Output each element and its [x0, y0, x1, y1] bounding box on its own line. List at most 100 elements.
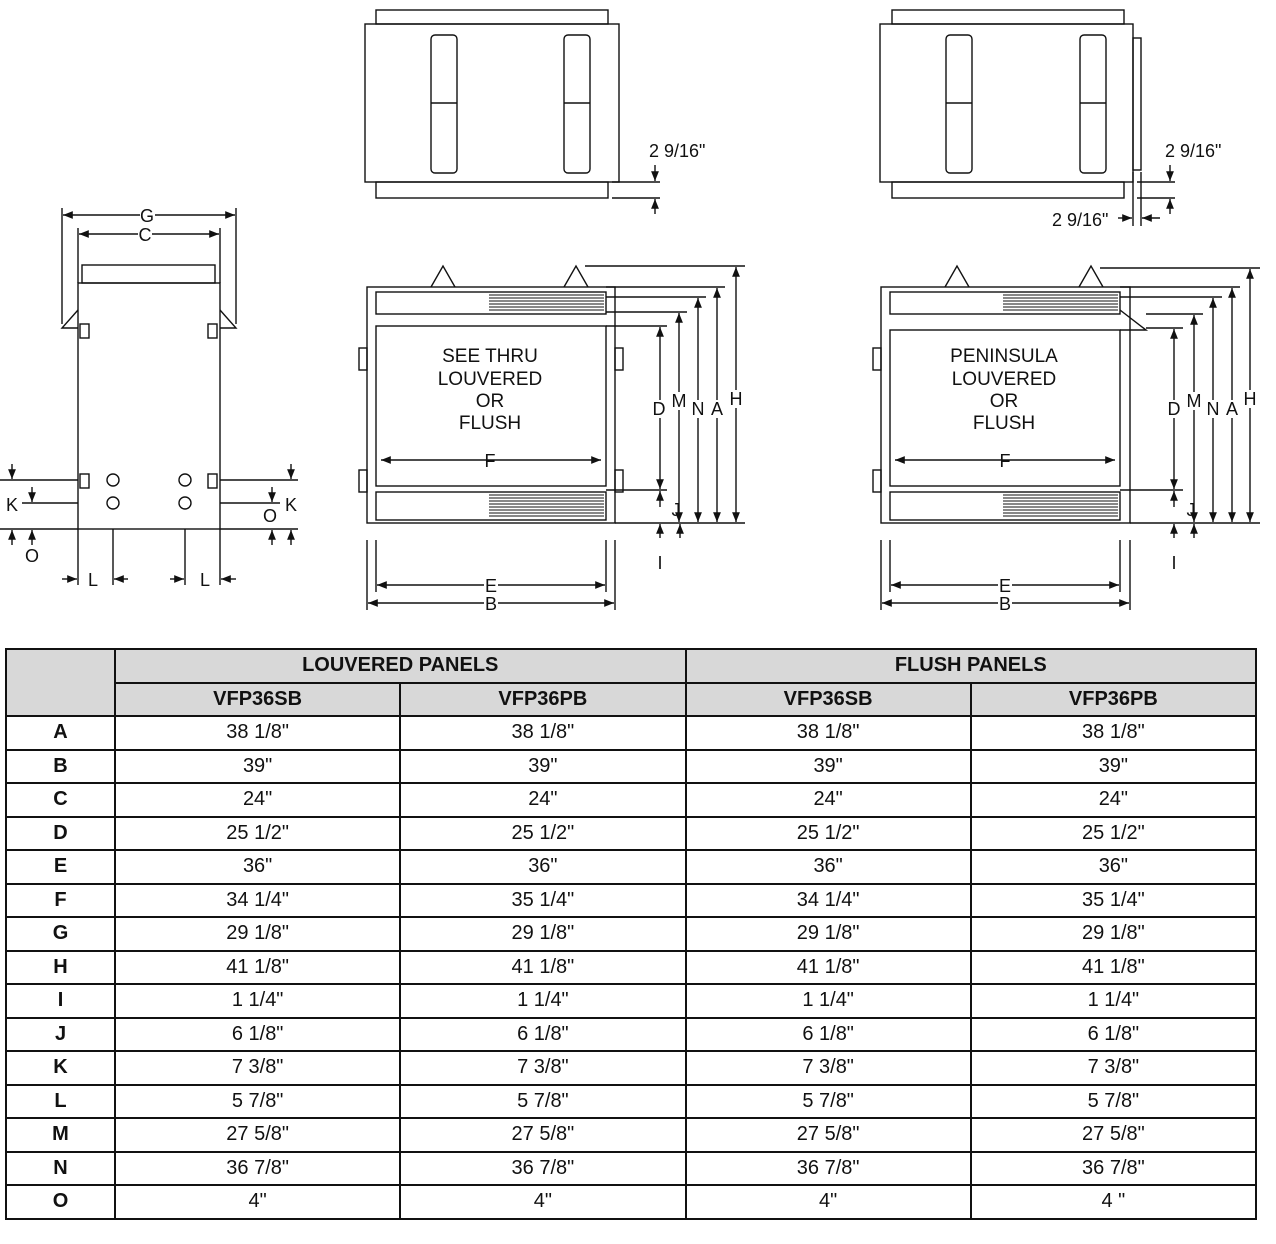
row-label: C — [5, 782, 116, 818]
row-label: D — [5, 815, 116, 851]
model-header: VFP36PB — [969, 681, 1258, 717]
dimension-cell: 41 1/8" — [399, 949, 687, 985]
row-label: B — [5, 748, 116, 784]
row-label: G — [5, 916, 116, 952]
model-header: VFP36SB — [113, 681, 402, 717]
dimension-cell: 36" — [113, 849, 402, 885]
dimension-cell: 41 1/8" — [113, 949, 402, 985]
dimension-cell: 29 1/8" — [113, 916, 402, 952]
dim-letter-m-1: M — [672, 391, 687, 411]
dimension-drawings: 2 9/16" 2 9/16" 2 9/16" SEE THRU LOUVERE… — [0, 9, 1260, 614]
dim-letter-m-2: M — [1187, 391, 1202, 411]
dimension-cell: 1 1/4" — [969, 983, 1258, 1019]
dimension-cell: 24" — [684, 782, 972, 818]
front-view-peninsula — [872, 264, 1260, 610]
dimension-cell: 7 3/8" — [113, 1050, 402, 1086]
dim-letter-k-left: K — [6, 495, 18, 515]
dim-letter-i-1: I — [657, 553, 662, 573]
row-label: M — [5, 1117, 116, 1153]
dimension-cell: 36 7/8" — [969, 1150, 1258, 1186]
dimension-cell: 6 1/8" — [969, 1016, 1258, 1052]
dimension-cell: 7 3/8" — [399, 1050, 687, 1086]
dimension-cell: 36 7/8" — [684, 1150, 972, 1186]
offset-label-3: 2 9/16" — [1052, 210, 1108, 230]
dim-letter-f-2: F — [1000, 451, 1011, 471]
dimension-cell: 5 7/8" — [113, 1083, 402, 1119]
offset-label-2: 2 9/16" — [1165, 141, 1221, 161]
top-view-see-thru — [364, 9, 660, 214]
dimension-cell: 1 1/4" — [399, 983, 687, 1019]
dimension-cell: 36" — [684, 849, 972, 885]
dimension-cell: 1 1/4" — [113, 983, 402, 1019]
dimension-cell: 27 5/8" — [399, 1117, 687, 1153]
row-label: A — [5, 715, 116, 751]
dimension-cell: 36 7/8" — [113, 1150, 402, 1186]
dim-letter-j-2: J — [1187, 500, 1196, 520]
row-label: F — [5, 882, 116, 918]
dimension-cell: 39" — [113, 748, 402, 784]
dimension-cell: 4" — [113, 1184, 402, 1220]
dim-letter-f-1: F — [485, 451, 496, 471]
dimension-cell: 6 1/8" — [113, 1016, 402, 1052]
dimension-cell: 39" — [684, 748, 972, 784]
dimension-cell: 4" — [684, 1184, 972, 1220]
dim-letter-l-right: L — [200, 570, 210, 590]
dimension-cell: 1 1/4" — [684, 983, 972, 1019]
table-corner-cell — [5, 648, 116, 717]
dimension-cell: 5 7/8" — [399, 1083, 687, 1119]
dimension-cell: 35 1/4" — [399, 882, 687, 918]
dimension-cell: 25 1/2" — [684, 815, 972, 851]
dimension-cell: 24" — [399, 782, 687, 818]
model-header: VFP36SB — [684, 681, 972, 717]
see-thru-label-4: FLUSH — [459, 413, 521, 434]
dimension-cell: 36" — [399, 849, 687, 885]
dimension-cell: 36 7/8" — [399, 1150, 687, 1186]
front-view-see-thru — [358, 264, 745, 610]
see-thru-label-1: SEE THRU — [442, 346, 538, 367]
dimension-cell: 38 1/8" — [684, 715, 972, 751]
dimension-cell: 27 5/8" — [113, 1117, 402, 1153]
dimension-cell: 6 1/8" — [399, 1016, 687, 1052]
dimensions-table: LOUVERED PANELS FLUSH PANELS VFP36SB VFP… — [5, 648, 1258, 1220]
dimension-cell: 4 " — [969, 1184, 1258, 1220]
dimension-cell: 41 1/8" — [969, 949, 1258, 985]
row-label: I — [5, 983, 116, 1019]
dim-letter-d-2: D — [1168, 399, 1181, 419]
row-label: K — [5, 1050, 116, 1086]
dimension-cell: 27 5/8" — [684, 1117, 972, 1153]
dimension-cell: 27 5/8" — [969, 1117, 1258, 1153]
dim-letter-h-1: H — [730, 389, 743, 409]
dimension-cell: 25 1/2" — [113, 815, 402, 851]
dimension-cell: 35 1/4" — [969, 882, 1258, 918]
side-view — [0, 208, 298, 585]
dim-letter-j-1: J — [672, 500, 681, 520]
dim-letter-b-1: B — [485, 594, 497, 614]
dim-letter-g: G — [140, 206, 154, 226]
dim-letter-n-2: N — [1207, 399, 1220, 419]
dimension-cell: 7 3/8" — [969, 1050, 1258, 1086]
row-label: H — [5, 949, 116, 985]
offset-label-1: 2 9/16" — [649, 141, 705, 161]
dimension-cell: 38 1/8" — [113, 715, 402, 751]
dimension-cell: 39" — [969, 748, 1258, 784]
dimension-cell: 39" — [399, 748, 687, 784]
peninsula-label-3: OR — [990, 391, 1019, 412]
row-label: E — [5, 849, 116, 885]
dim-letter-i-2: I — [1171, 553, 1176, 573]
dim-letter-o-right: O — [263, 506, 277, 526]
dim-letter-d-1: D — [653, 399, 666, 419]
dimension-cell: 34 1/4" — [684, 882, 972, 918]
group-header-flush: FLUSH PANELS — [684, 648, 1257, 684]
